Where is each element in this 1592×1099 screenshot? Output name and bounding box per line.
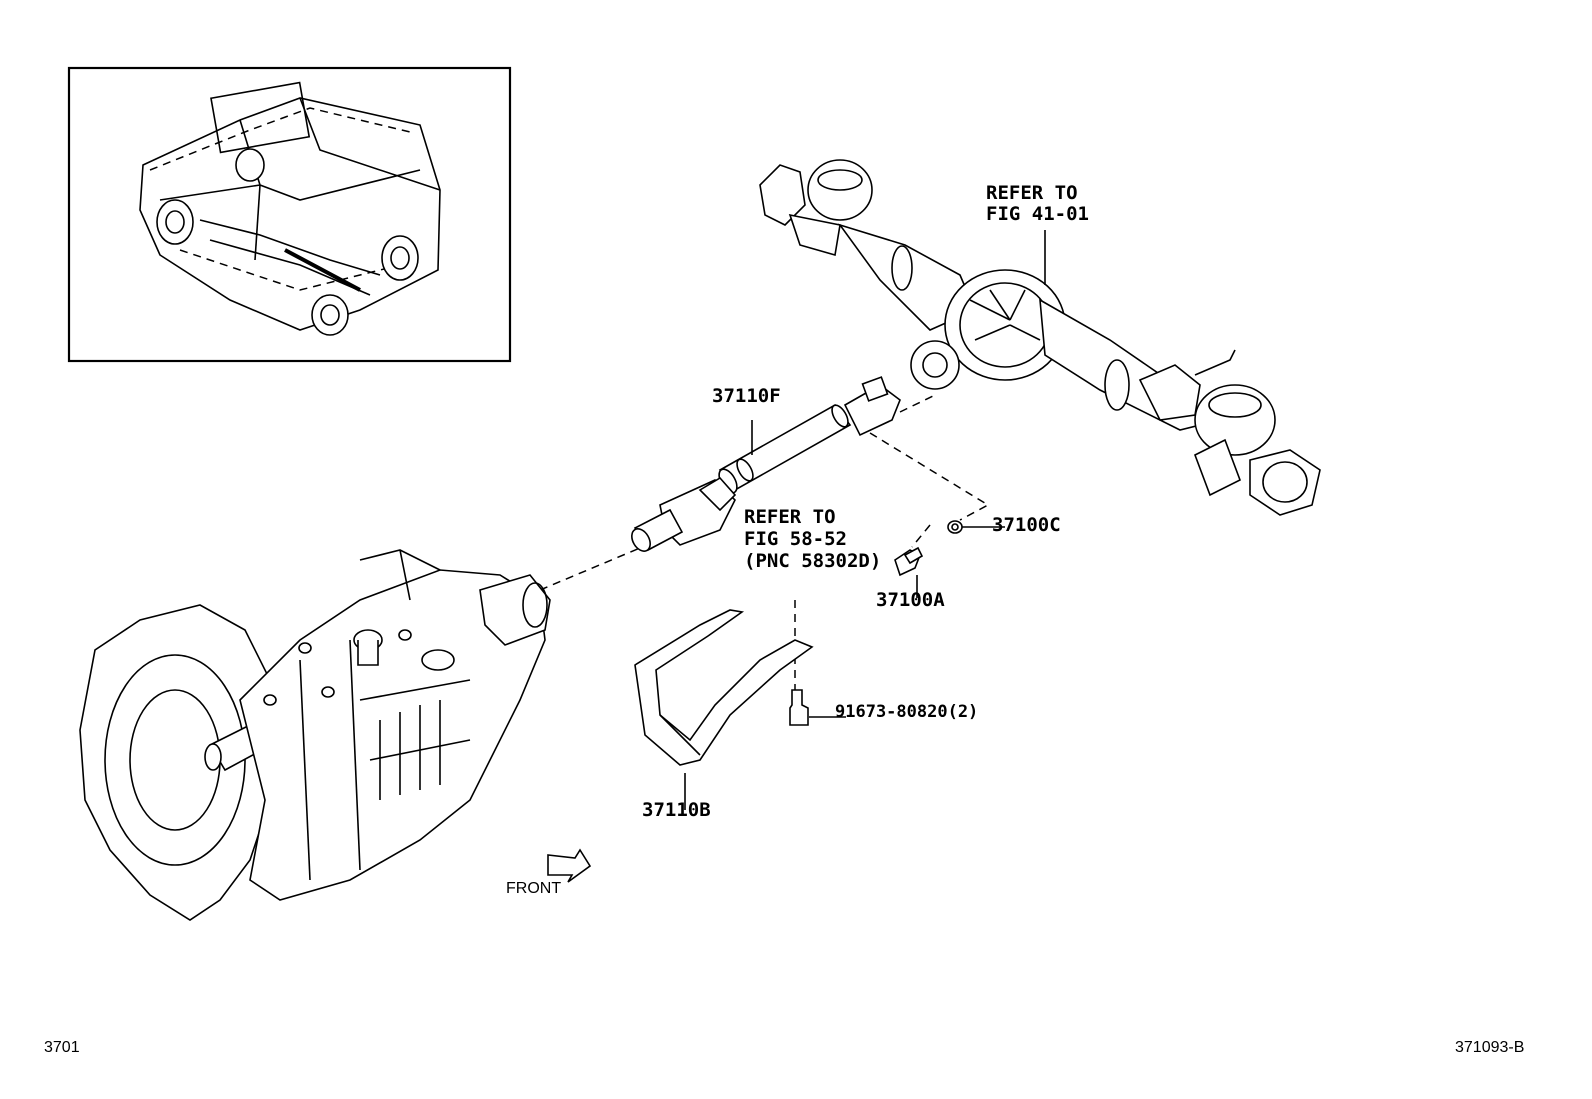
fasteners bbox=[789, 520, 1005, 726]
footer-right-code: 371093-B bbox=[1455, 1039, 1525, 1056]
rear-axle bbox=[759, 159, 1321, 516]
part-number-37110F[interactable]: 37110F bbox=[712, 385, 781, 407]
vehicle-inset bbox=[67, 66, 512, 363]
front-label: FRONT bbox=[506, 880, 562, 897]
refer-axle-line1: REFER TO bbox=[986, 182, 1078, 204]
part-number-37100A[interactable]: 37100A bbox=[876, 589, 945, 611]
part-number-37100C[interactable]: 37100C bbox=[992, 514, 1061, 536]
footer-left-code: 3701 bbox=[44, 1039, 80, 1056]
part-number-91673-80820[interactable]: 91673-80820(2) bbox=[835, 702, 979, 722]
refer-brake-line2: FIG 58-52 bbox=[744, 528, 847, 550]
part-number-37110B[interactable]: 37110B bbox=[642, 799, 711, 821]
front-arrow-icon bbox=[547, 848, 592, 883]
refer-axle-line2: FIG 41-01 bbox=[986, 203, 1089, 225]
propeller-shaft bbox=[631, 376, 901, 552]
transmission bbox=[79, 549, 551, 921]
refer-brake-line1: REFER TO bbox=[744, 506, 836, 528]
connection-lines bbox=[539, 394, 990, 690]
refer-brake-line3: (PNC 58302D) bbox=[744, 550, 882, 572]
guard-bracket bbox=[634, 609, 814, 810]
